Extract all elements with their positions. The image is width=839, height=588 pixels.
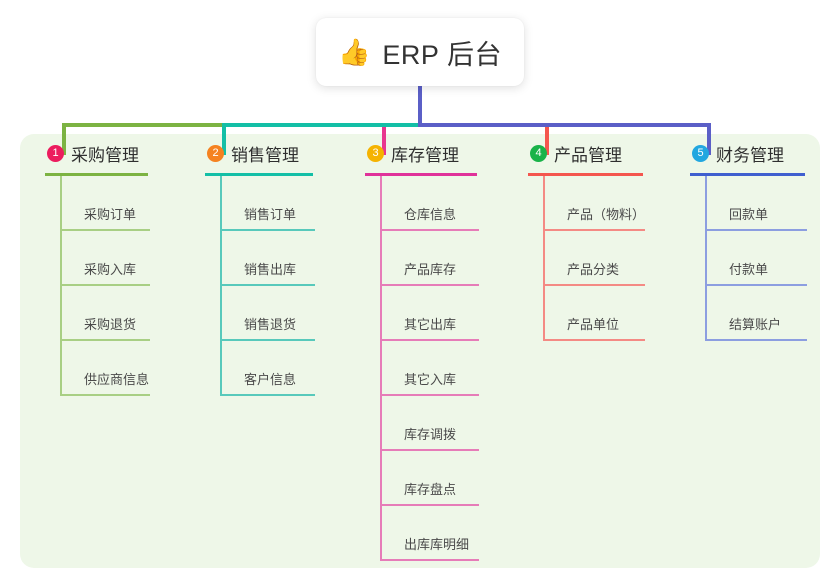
connector-stub-1 [62, 123, 66, 155]
list-item-label: 出库库明细 [404, 537, 470, 552]
diagram-panel [20, 134, 820, 568]
list-item-label: 产品分类 [567, 262, 620, 277]
list-item-label: 其它入库 [404, 372, 457, 387]
trunk-line [418, 84, 422, 127]
connector-stub-3 [382, 123, 386, 155]
column-title-4: 产品管理 [554, 145, 622, 165]
list-item[interactable]: 其它出库 [382, 286, 479, 341]
list-item[interactable]: 回款单 [707, 176, 807, 231]
column-title-5: 财务管理 [716, 145, 784, 165]
thumbs-up-icon: 👍 [338, 37, 371, 67]
column-items-3: 仓库信息产品库存其它出库其它入库库存调拨库存盘点出库库明细 [380, 176, 515, 561]
list-item-label: 销售退货 [244, 317, 297, 332]
column-items-2: 销售订单销售出库销售退货客户信息 [220, 176, 355, 396]
column-items-4: 产品（物料） 产品分类产品单位 [543, 176, 678, 341]
list-item-label: 产品库存 [404, 262, 457, 277]
column-items-5: 回款单付款单结算账户 [705, 176, 839, 341]
column-badge-1: 1 [47, 144, 64, 162]
list-item-label: 采购入库 [84, 262, 137, 277]
list-item-label: 产品（物料） [567, 207, 646, 222]
list-item[interactable]: 供应商信息 [62, 341, 150, 396]
root-title: ERP 后台 [382, 39, 502, 70]
column-items-1: 采购订单采购入库采购退货供应商信息 [60, 176, 195, 396]
column-header-3[interactable]: 3 库存管理 [365, 140, 515, 166]
column-rule-4 [528, 173, 643, 176]
column-rule-3 [365, 173, 477, 176]
list-item[interactable]: 采购入库 [62, 231, 150, 286]
column-header-2[interactable]: 2 销售管理 [205, 140, 355, 166]
column-5: 5 财务管理回款单付款单结算账户 [690, 140, 839, 341]
list-item[interactable]: 产品分类 [545, 231, 645, 286]
list-item-label: 其它出库 [404, 317, 457, 332]
connector-segment-2 [222, 123, 422, 127]
list-item[interactable]: 其它入库 [382, 341, 479, 396]
list-item[interactable]: 出库库明细 [382, 506, 479, 561]
column-header-1[interactable]: 1 采购管理 [45, 140, 195, 166]
list-item-label: 库存盘点 [404, 482, 457, 497]
list-item[interactable]: 采购退货 [62, 286, 150, 341]
list-item[interactable]: 产品库存 [382, 231, 479, 286]
column-2: 2 销售管理销售订单销售出库销售退货客户信息 [205, 140, 355, 396]
column-1: 1 采购管理采购订单采购入库采购退货供应商信息 [45, 140, 195, 396]
list-item[interactable]: 付款单 [707, 231, 807, 286]
column-badge-4: 4 [530, 144, 547, 162]
list-item-label: 采购订单 [84, 207, 137, 222]
column-badge-2: 2 [207, 144, 224, 162]
column-header-4[interactable]: 4 产品管理 [528, 140, 678, 166]
column-title-1: 采购管理 [71, 145, 139, 165]
list-item-label: 供应商信息 [84, 372, 150, 387]
list-item-label: 仓库信息 [404, 207, 457, 222]
list-item-label: 客户信息 [244, 372, 297, 387]
connector-stub-2 [222, 123, 226, 155]
column-header-5[interactable]: 5 财务管理 [690, 140, 839, 166]
list-item-label: 付款单 [729, 262, 769, 277]
list-item-label: 销售出库 [244, 262, 297, 277]
connector-stub-4 [545, 123, 549, 155]
connector-stub-5 [707, 123, 711, 155]
column-badge-3: 3 [367, 144, 384, 162]
column-title-3: 库存管理 [391, 145, 459, 165]
column-badge-5: 5 [692, 144, 709, 162]
list-item[interactable]: 客户信息 [222, 341, 315, 396]
list-item-label: 销售订单 [244, 207, 297, 222]
connector-segment-1 [62, 123, 222, 127]
list-item-label: 回款单 [729, 207, 769, 222]
list-item[interactable]: 采购订单 [62, 176, 150, 231]
list-item-label: 采购退货 [84, 317, 137, 332]
root-title-card: 👍 ERP 后台 [316, 18, 524, 86]
list-item[interactable]: 结算账户 [707, 286, 807, 341]
list-item[interactable]: 销售退货 [222, 286, 315, 341]
column-rule-2 [205, 173, 313, 176]
list-item-label: 库存调拨 [404, 427, 457, 442]
column-3: 3 库存管理仓库信息产品库存其它出库其它入库库存调拨库存盘点出库库明细 [365, 140, 515, 561]
list-item[interactable]: 产品单位 [545, 286, 645, 341]
column-title-2: 销售管理 [231, 145, 299, 165]
list-item-label: 产品单位 [567, 317, 620, 332]
list-item[interactable]: 库存调拨 [382, 396, 479, 451]
list-item[interactable]: 仓库信息 [382, 176, 479, 231]
list-item[interactable]: 产品（物料） [545, 176, 645, 231]
list-item[interactable]: 库存盘点 [382, 451, 479, 506]
connector-segment-3 [418, 123, 711, 127]
column-rule-1 [45, 173, 148, 176]
list-item[interactable]: 销售订单 [222, 176, 315, 231]
column-4: 4 产品管理产品（物料） 产品分类产品单位 [528, 140, 678, 341]
list-item[interactable]: 销售出库 [222, 231, 315, 286]
list-item-label: 结算账户 [729, 317, 782, 332]
column-rule-5 [690, 173, 805, 176]
